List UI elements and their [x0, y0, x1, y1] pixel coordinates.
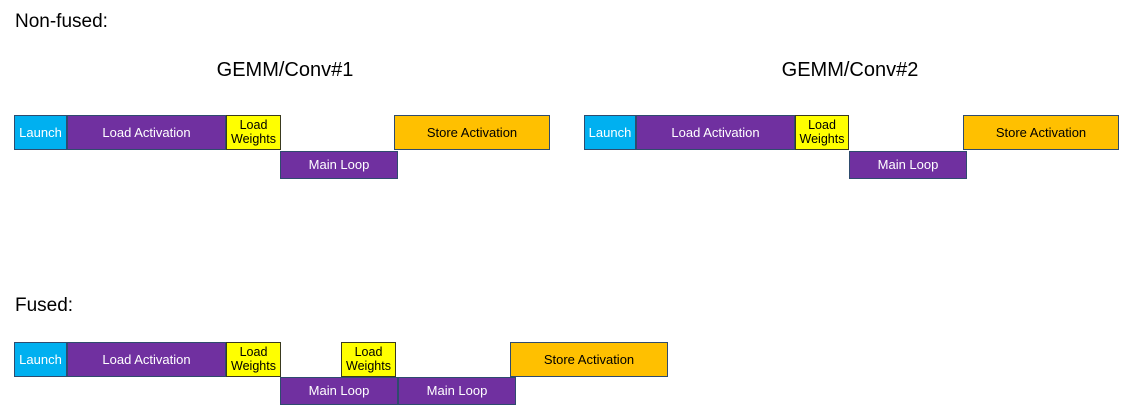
- bar-main-loop-1-fused[interactable]: Main Loop: [280, 377, 398, 405]
- bar-launch-gemm2[interactable]: Launch: [584, 115, 636, 150]
- bar-launch-gemm1[interactable]: Launch: [14, 115, 67, 150]
- bar-load-weights-1-fused[interactable]: Load Weights: [226, 342, 281, 377]
- bar-load-weights-2-fused[interactable]: Load Weights: [341, 342, 396, 377]
- section-label-fused: Fused:: [15, 295, 74, 316]
- group-title-gemm-conv-1: GEMM/Conv#1: [216, 59, 354, 81]
- bar-main-loop-2-fused[interactable]: Main Loop: [398, 377, 516, 405]
- bar-launch-fused[interactable]: Launch: [14, 342, 67, 377]
- bar-load-activation-fused[interactable]: Load Activation: [67, 342, 226, 377]
- bar-main-loop-gemm1[interactable]: Main Loop: [280, 151, 398, 179]
- group-title-gemm-conv-2: GEMM/Conv#2: [781, 59, 919, 81]
- section-label-non-fused: Non-fused:: [15, 11, 108, 32]
- bar-store-activation-gemm2[interactable]: Store Activation: [963, 115, 1119, 150]
- bar-load-weights-gemm1[interactable]: Load Weights: [226, 115, 281, 150]
- bar-store-activation-fused[interactable]: Store Activation: [510, 342, 668, 377]
- bar-load-activation-gemm1[interactable]: Load Activation: [67, 115, 226, 150]
- bar-main-loop-gemm2[interactable]: Main Loop: [849, 151, 967, 179]
- bar-load-weights-gemm2[interactable]: Load Weights: [795, 115, 849, 150]
- bar-store-activation-gemm1[interactable]: Store Activation: [394, 115, 550, 150]
- bar-load-activation-gemm2[interactable]: Load Activation: [636, 115, 795, 150]
